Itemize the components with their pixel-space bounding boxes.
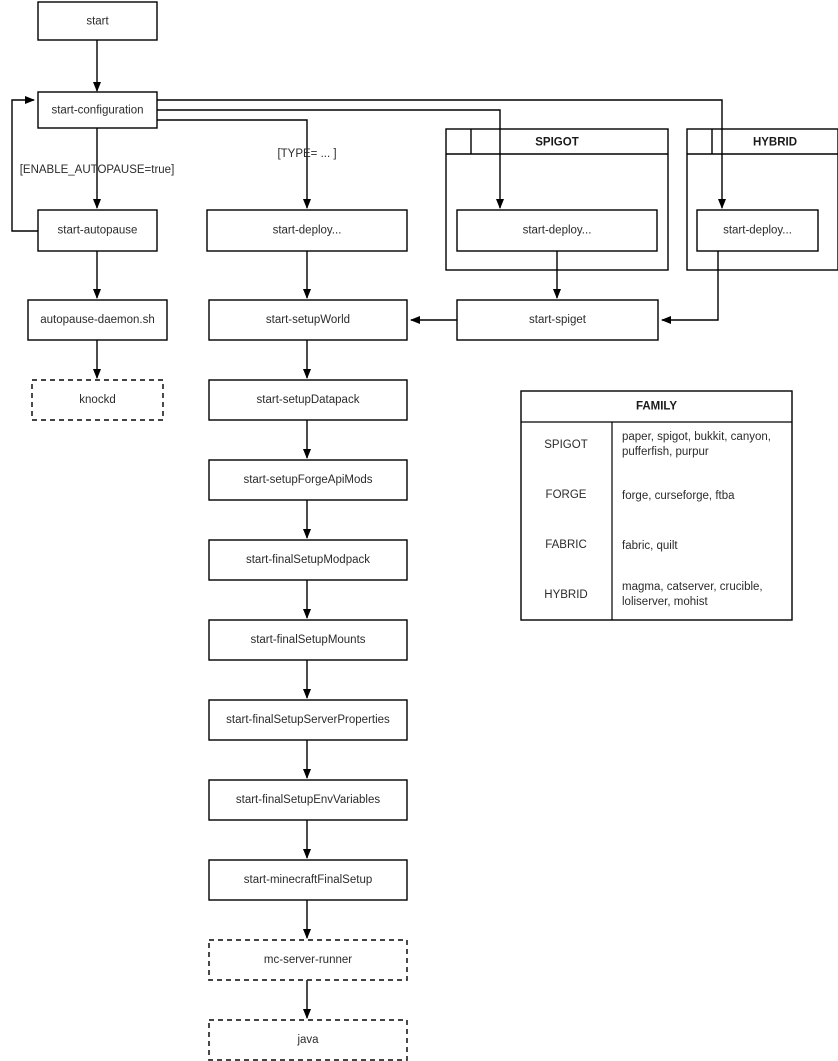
edge-label-type: [TYPE= ... ] [277,148,336,160]
node-start-setup-datapack-label: start-setupDatapack [257,394,360,406]
node-start-setup-forge-api-mods[interactable]: start-setupForgeApiMods [208,459,408,501]
node-start-final-setup-modpack[interactable]: start-finalSetupModpack [208,539,408,581]
group-hybrid-title: HYBRID [753,137,797,149]
family-row-value-line1: fabric, quilt [622,540,678,552]
edge-configuration-to-deploy-main [157,119,311,209]
node-start-configuration[interactable]: start-configuration [37,91,158,129]
edge-autopause-return-to-configuration [11,96,38,232]
family-row-key: HYBRID [544,589,587,601]
node-start-configuration-label: start-configuration [51,105,143,117]
node-mc-server-runner[interactable]: mc-server-runner [208,939,408,981]
family-table-row: FABRIC fabric, quilt [545,539,678,552]
node-knockd-label: knockd [79,394,115,406]
node-start-final-setup-env-variables[interactable]: start-finalSetupEnvVariables [208,779,408,821]
family-table-row: SPIGOT paper, spigot, bukkit, canyon, pu… [544,431,771,458]
node-start-spiget-label: start-spiget [529,314,587,326]
family-row-value-line2: pufferfish, purpur [622,446,709,458]
node-start-final-setup-mounts-label: start-finalSetupMounts [250,634,365,646]
family-table: FAMILY SPIGOT paper, spigot, bukkit, can… [520,390,793,621]
node-start[interactable]: start [37,1,158,41]
node-start-setup-world-label: start-setupWorld [266,314,350,326]
node-hybrid-deploy[interactable]: start-deploy... [696,209,819,252]
node-start-final-setup-env-variables-label: start-finalSetupEnvVariables [236,794,380,806]
family-row-value-line2: loliserver, mohist [622,596,708,608]
node-hybrid-deploy-label: start-deploy... [723,225,792,237]
node-start-minecraft-final-setup-label: start-minecraftFinalSetup [244,874,372,886]
family-table-row: FORGE forge, curseforge, ftba [546,489,736,502]
node-start-label: start [86,16,109,28]
node-start-autopause[interactable]: start-autopause [37,209,158,252]
node-start-setup-world[interactable]: start-setupWorld [208,299,408,341]
node-spigot-deploy-label: start-deploy... [523,225,592,237]
family-row-key: FORGE [546,489,587,501]
family-row-key: SPIGOT [544,439,587,451]
family-row-value-line1: magma, catserver, crucible, [622,581,763,593]
node-knockd[interactable]: knockd [31,379,164,421]
family-table-row: HYBRID magma, catserver, crucible, lolis… [544,581,762,608]
node-autopause-daemon-label: autopause-daemon.sh [40,314,154,326]
family-row-value-line1: paper, spigot, bukkit, canyon, [622,431,771,443]
family-table-title: FAMILY [636,401,677,413]
edge-configuration-to-hybrid-deploy [157,99,726,209]
node-start-minecraft-final-setup[interactable]: start-minecraftFinalSetup [208,859,408,901]
node-start-setup-datapack[interactable]: start-setupDatapack [208,379,408,421]
group-spigot-title: SPIGOT [535,137,578,149]
node-java-label: java [296,1034,319,1046]
node-start-setup-forge-api-mods-label: start-setupForgeApiMods [243,474,372,486]
node-start-final-setup-modpack-label: start-finalSetupModpack [246,554,370,566]
edge-label-enable-autopause: [ENABLE_AUTOPAUSE=true] [20,164,175,176]
node-mc-server-runner-label: mc-server-runner [264,954,352,966]
node-start-final-setup-server-properties-label: start-finalSetupServerProperties [226,714,390,726]
node-autopause-daemon[interactable]: autopause-daemon.sh [27,299,168,341]
node-start-autopause-label: start-autopause [58,225,138,237]
family-row-key: FABRIC [545,539,587,551]
node-java[interactable]: java [208,1019,408,1061]
node-spigot-deploy[interactable]: start-deploy... [456,209,658,252]
node-start-deploy-main-label: start-deploy... [273,225,342,237]
node-start-final-setup-server-properties[interactable]: start-finalSetupServerProperties [208,699,408,741]
node-start-deploy-main[interactable]: start-deploy... [206,209,408,252]
edge-configuration-to-spigot-deploy [157,109,504,209]
node-start-spiget[interactable]: start-spiget [456,299,659,341]
node-start-final-setup-mounts[interactable]: start-finalSetupMounts [208,619,408,661]
family-row-value-line1: forge, curseforge, ftba [622,490,735,502]
edge-hybrid-deploy-to-spiget [661,251,719,324]
